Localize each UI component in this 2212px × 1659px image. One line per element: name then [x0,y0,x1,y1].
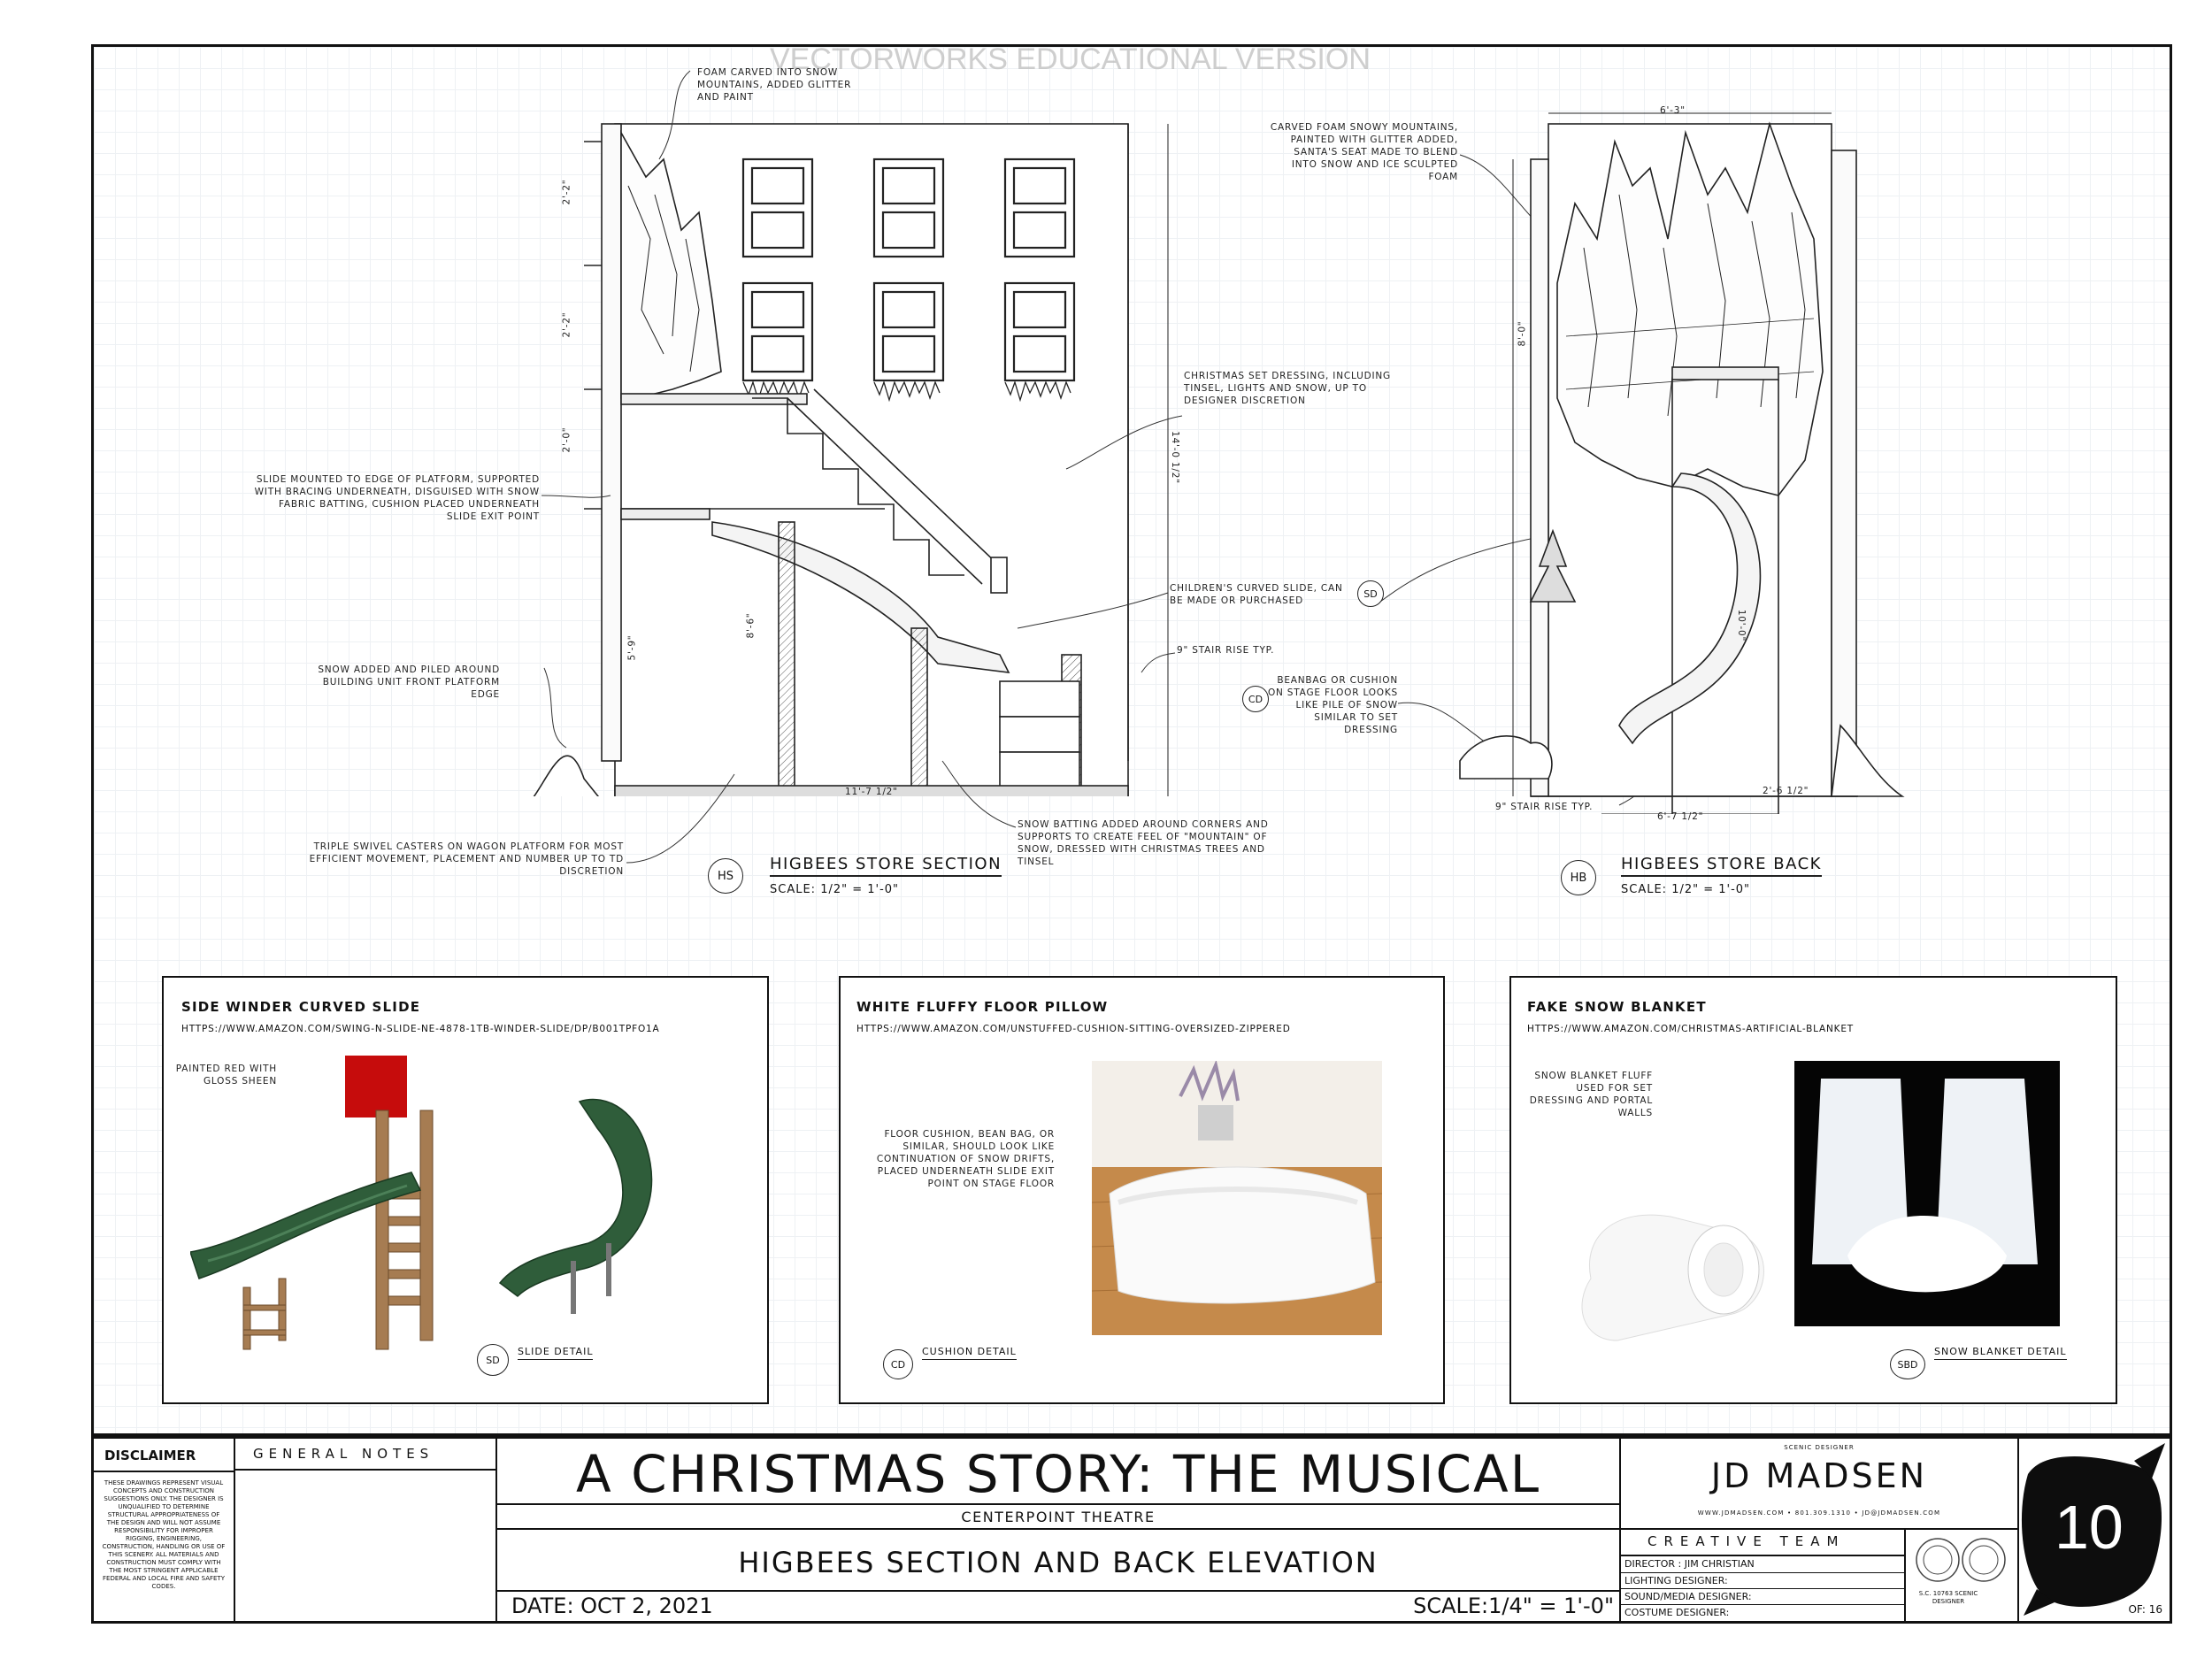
panel-3-tag: SBD [1890,1349,1925,1379]
panel-white-fluffy-pillow: WHITE FLUFFY FLOOR PILLOW HTTPS://WWW.AM… [839,976,1445,1404]
floor-pillow-product-image [1092,1061,1382,1335]
panel-2-note: FLOOR CUSHION, BEAN BAG, OR SIMILAR, SHO… [876,1129,1055,1189]
dim-6-7: 6'-7 1/2" [1657,811,1704,822]
hs-leader-lines [541,70,1655,864]
costume-designer: COSTUME DESIGNER: [1624,1607,1730,1618]
designer-name: JD MADSEN [1710,1456,1928,1495]
venue-cell: CENTERPOINT THEATRE [497,1505,1621,1530]
snow-blanket-bags-image [1794,1061,2060,1326]
higbees-store-back-drawing [1459,112,1905,814]
panel-3-detail: SNOW BLANKET DETAIL [1934,1346,2067,1360]
show-title: A CHRISTMAS STORY: THE MUSICAL [575,1444,1541,1504]
date-scale-cell: DATE: OCT 2, 2021 SCALE:1/4" = 1'-0" [497,1592,1621,1621]
note-snow-added: SNOW ADDED AND PILED AROUND BUILDING UNI… [318,664,500,700]
drawing-date: DATE: OCT 2, 2021 [511,1594,713,1618]
panel-1-title: SIDE WINDER CURVED SLIDE [181,999,421,1015]
note-christmas-dressing: CHRISTMAS SET DRESSING, INCLUDING TINSEL… [1184,371,1391,406]
panel-3-note: SNOW BLANKET FLUFF USED FOR SET DRESSING… [1529,1071,1653,1118]
red-color-swatch [345,1056,407,1118]
panel-2-url[interactable]: HTTPS://WWW.AMAZON.COM/UNSTUFFED-CUSHION… [856,1024,1291,1034]
panel-1-note: PAINTED RED WITH GLOSS SHEEN [175,1064,277,1087]
note-carved-foam-snowy: CARVED FOAM SNOWY MOUNTAINS, PAINTED WIT… [1270,122,1458,182]
dim-10-0: 10'-0" [1736,609,1747,642]
union-number: S.C. 10763 SCENIC DESIGNER [1918,1590,1978,1605]
note-childrens-slide: CHILDREN'S CURVED SLIDE, CAN BE MADE OR … [1170,583,1343,606]
designer-cell: SCENIC DESIGNER JD MADSEN WWW.JDMADSEN.C… [1621,1439,2019,1530]
note-triple-swivel: TRIPLE SWIVEL CASTERS ON WAGON PLATFORM … [309,841,624,877]
hs-view-tag: HS [708,858,743,894]
director: DIRECTOR : JIM CHRISTIAN [1624,1558,1755,1570]
creative-team-cell: CREATIVE TEAM DIRECTOR : JIM CHRISTIAN L… [1621,1530,2019,1621]
dim-8-0: 8'-0" [1517,320,1528,347]
plate-of: OF: 16 [2128,1603,2162,1616]
note-foam-carved: FOAM CARVED INTO SNOW MOUNTAINS, ADDED G… [697,67,852,103]
show-title-cell: A CHRISTMAS STORY: THE MUSICAL [497,1439,1621,1505]
panel-1-url[interactable]: HTTPS://WWW.AMAZON.COM/SWING-N-SLIDE-NE-… [181,1024,660,1034]
general-notes-label: GENERAL NOTES [253,1446,434,1462]
panel-2-tag: CD [883,1349,913,1379]
watermark-top: VECTORWORKS EDUCATIONAL VERSION [770,42,1371,76]
dim-6-3: 6'-3" [1660,105,1686,116]
snow-blanket-roll-image [1581,1214,1764,1341]
designer-contact: WWW.JDMADSEN.COM • 801.309.1310 • JD@JDM… [1697,1509,1941,1517]
note-beanbag: BEANBAG OR CUSHION ON STAGE FLOOR LOOKS … [1267,675,1398,735]
panel-2-title: WHITE FLUFFY FLOOR PILLOW [856,999,1109,1015]
drawing-title-cell: HIGBEES SECTION AND BACK ELEVATION [497,1530,1621,1592]
dim-2-6: 2'-6 1/2" [1763,786,1809,796]
panel-side-winder-slide: SIDE WINDER CURVED SLIDE HTTPS://WWW.AMA… [162,976,769,1404]
panel-fake-snow-blanket: FAKE SNOW BLANKET HTTPS://WWW.AMAZON.COM… [1509,976,2117,1404]
drawing-title: HIGBEES SECTION AND BACK ELEVATION [738,1546,1379,1579]
higbees-store-section-drawing [533,123,1169,796]
creative-team-label: CREATIVE TEAM [1647,1533,1846,1549]
designer-role: SCENIC DESIGNER [1784,1444,1855,1451]
panel-1-detail: SLIDE DETAIL [518,1346,594,1360]
disclaimer-cell: DISCLAIMER THESE DRAWINGS REPRESENT VISU… [94,1439,235,1621]
plate-label: PLATE [2030,1444,2075,1460]
hs-view-scale: SCALE: 1/2" = 1'-0" [770,883,900,896]
hb-view-scale: SCALE: 1/2" = 1'-0" [1621,883,1751,896]
sound-designer: SOUND/MEDIA DESIGNER: [1624,1591,1752,1602]
plate-ink-splash [2021,1443,2165,1616]
note-snow-batting: SNOW BATTING ADDED AROUND CORNERS AND SU… [1018,819,1269,867]
disclaimer-text: THESE DRAWINGS REPRESENT VISUAL CONCEPTS… [102,1479,226,1590]
hb-view-title: HIGBEES STORE BACK [1621,855,1822,877]
union-seal-icon [1916,1538,2006,1582]
panel-3-title: FAKE SNOW BLANKET [1527,999,1707,1015]
note-stair-rise-1: 9" STAIR RISE TYP. [1177,645,1275,656]
cd-view-tag: CD [1242,686,1269,712]
note-stair-rise-2: 9" STAIR RISE TYP. [1495,802,1594,812]
dim-11-7: 11'-7 1/2" [845,787,898,797]
venue: CENTERPOINT THEATRE [961,1509,1156,1525]
panel-1-tag: SD [477,1344,509,1376]
disclaimer-label: DISCLAIMER [104,1448,196,1463]
title-block: DISCLAIMER THESE DRAWINGS REPRESENT VISU… [91,1436,2172,1624]
lighting-designer: LIGHTING DESIGNER: [1624,1575,1728,1586]
drawing-scale: SCALE:1/4" = 1'-0" [1413,1594,1614,1618]
sd-view-tag: SD [1357,580,1384,607]
panel-3-url[interactable]: HTTPS://WWW.AMAZON.COM/CHRISTMAS-ARTIFIC… [1527,1024,1854,1034]
hb-view-tag: HB [1561,860,1596,895]
general-notes-cell: GENERAL NOTES [235,1439,497,1621]
hs-view-title: HIGBEES STORE SECTION [770,855,1002,877]
note-slide-mounted: SLIDE MOUNTED TO EDGE OF PLATFORM, SUPPO… [254,474,540,522]
panel-2-detail: CUSHION DETAIL [922,1346,1017,1360]
plate-number: 10 [2055,1493,2124,1562]
slide-product-image [190,1098,653,1350]
plate-cell: PLATE 10 OF: 16 [2019,1439,2170,1621]
